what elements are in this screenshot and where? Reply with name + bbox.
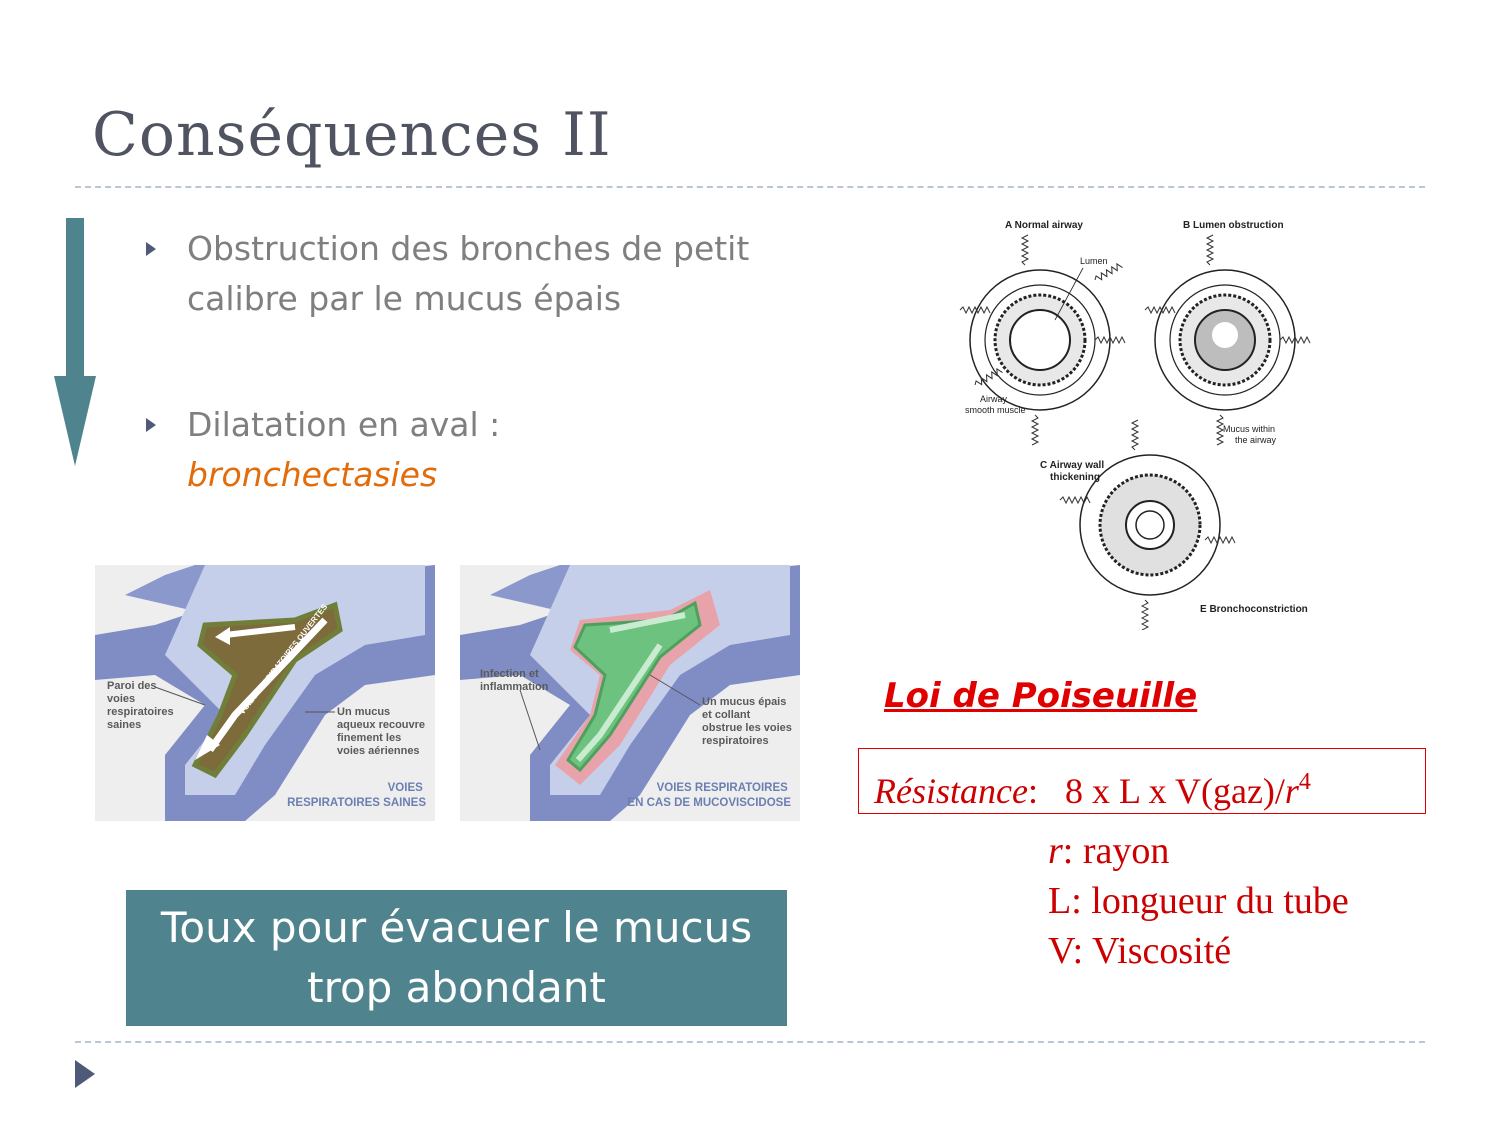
down-arrow-icon bbox=[54, 218, 96, 466]
label-infection: Infection et inflammation bbox=[480, 668, 549, 693]
callout-line: Toux pour évacuer le mucus bbox=[160, 903, 753, 952]
formula-legend: r: rayon L: longueur du tube V: Viscosit… bbox=[1048, 826, 1349, 976]
legend-line: V: Viscosité bbox=[1048, 930, 1232, 972]
caption-healthy: VOIES RESPIRATOIRES SAINES bbox=[287, 782, 426, 809]
healthy-airway-illustration: VOIES RESPIRATOIRES OUVERTES Paroi des v… bbox=[95, 565, 435, 821]
formula-label: Résistance bbox=[874, 771, 1028, 811]
poiseuille-heading: Loi de Poiseuille bbox=[884, 676, 1198, 716]
label-mucus-within: Mucus within the airway bbox=[1223, 424, 1278, 445]
bullet-arrow-icon bbox=[146, 242, 156, 256]
cf-airway-illustration: Infection et inflammation Un mucus épais… bbox=[460, 565, 800, 821]
bullet-obstruction: Obstruction des bronches de petit calibr… bbox=[187, 224, 749, 324]
label-e: E Bronchoconstriction bbox=[1200, 604, 1308, 615]
airway-cross-section-diagram: A Normal airway Lumen Airway smooth musc… bbox=[959, 220, 1311, 630]
title-divider bbox=[75, 186, 1425, 188]
label-b: B Lumen obstruction bbox=[1183, 220, 1284, 231]
footer-play-icon bbox=[75, 1060, 95, 1088]
bullet-line: Obstruction des bronches de petit bbox=[187, 229, 750, 268]
resistance-formula: Résistance: 8 x L x V(gaz)/r4 bbox=[858, 748, 1426, 814]
bullet-arrow-icon bbox=[146, 418, 156, 432]
callout-line: trop abondant bbox=[307, 963, 606, 1012]
footer-divider bbox=[75, 1041, 1425, 1043]
label-lumen: Lumen bbox=[1080, 256, 1108, 266]
label-smooth-muscle: Airway smooth muscle bbox=[965, 394, 1026, 415]
airway-c-thickening bbox=[1059, 419, 1236, 630]
formula-body: 8 x L x V(gaz)/ bbox=[1064, 771, 1285, 811]
bronchectasies-term: bronchectasies bbox=[187, 455, 438, 494]
bullet-dilatation: Dilatation en aval : bronchectasies bbox=[187, 400, 500, 500]
legend-line: r: rayon bbox=[1048, 830, 1170, 872]
label-mucus: Un mucus aqueux recouvre finement les vo… bbox=[337, 706, 428, 757]
bullet-line: Dilatation en aval : bbox=[187, 405, 501, 444]
airway-a-normal bbox=[959, 234, 1126, 446]
formula-r: r bbox=[1284, 771, 1299, 811]
cough-callout-box: Toux pour évacuer le mucus trop abondant bbox=[126, 890, 787, 1026]
label-c: C Airway wall thickening bbox=[1040, 460, 1107, 483]
airway-b-obstruction bbox=[1144, 234, 1311, 446]
label-a: A Normal airway bbox=[1005, 220, 1083, 231]
bullet-line: calibre par le mucus épais bbox=[187, 279, 622, 318]
caption-cf: VOIES RESPIRATOIRES EN CAS DE MUCOVISCID… bbox=[627, 782, 791, 809]
label-wall: Paroi des voies respiratoires saines bbox=[107, 680, 177, 731]
label-thick-mucus: Un mucus épais et collant obstrue les vo… bbox=[702, 696, 795, 747]
slide-title: Conséquences II bbox=[92, 100, 612, 170]
legend-line: L: longueur du tube bbox=[1048, 880, 1349, 922]
formula-exponent: 4 bbox=[1298, 769, 1311, 795]
